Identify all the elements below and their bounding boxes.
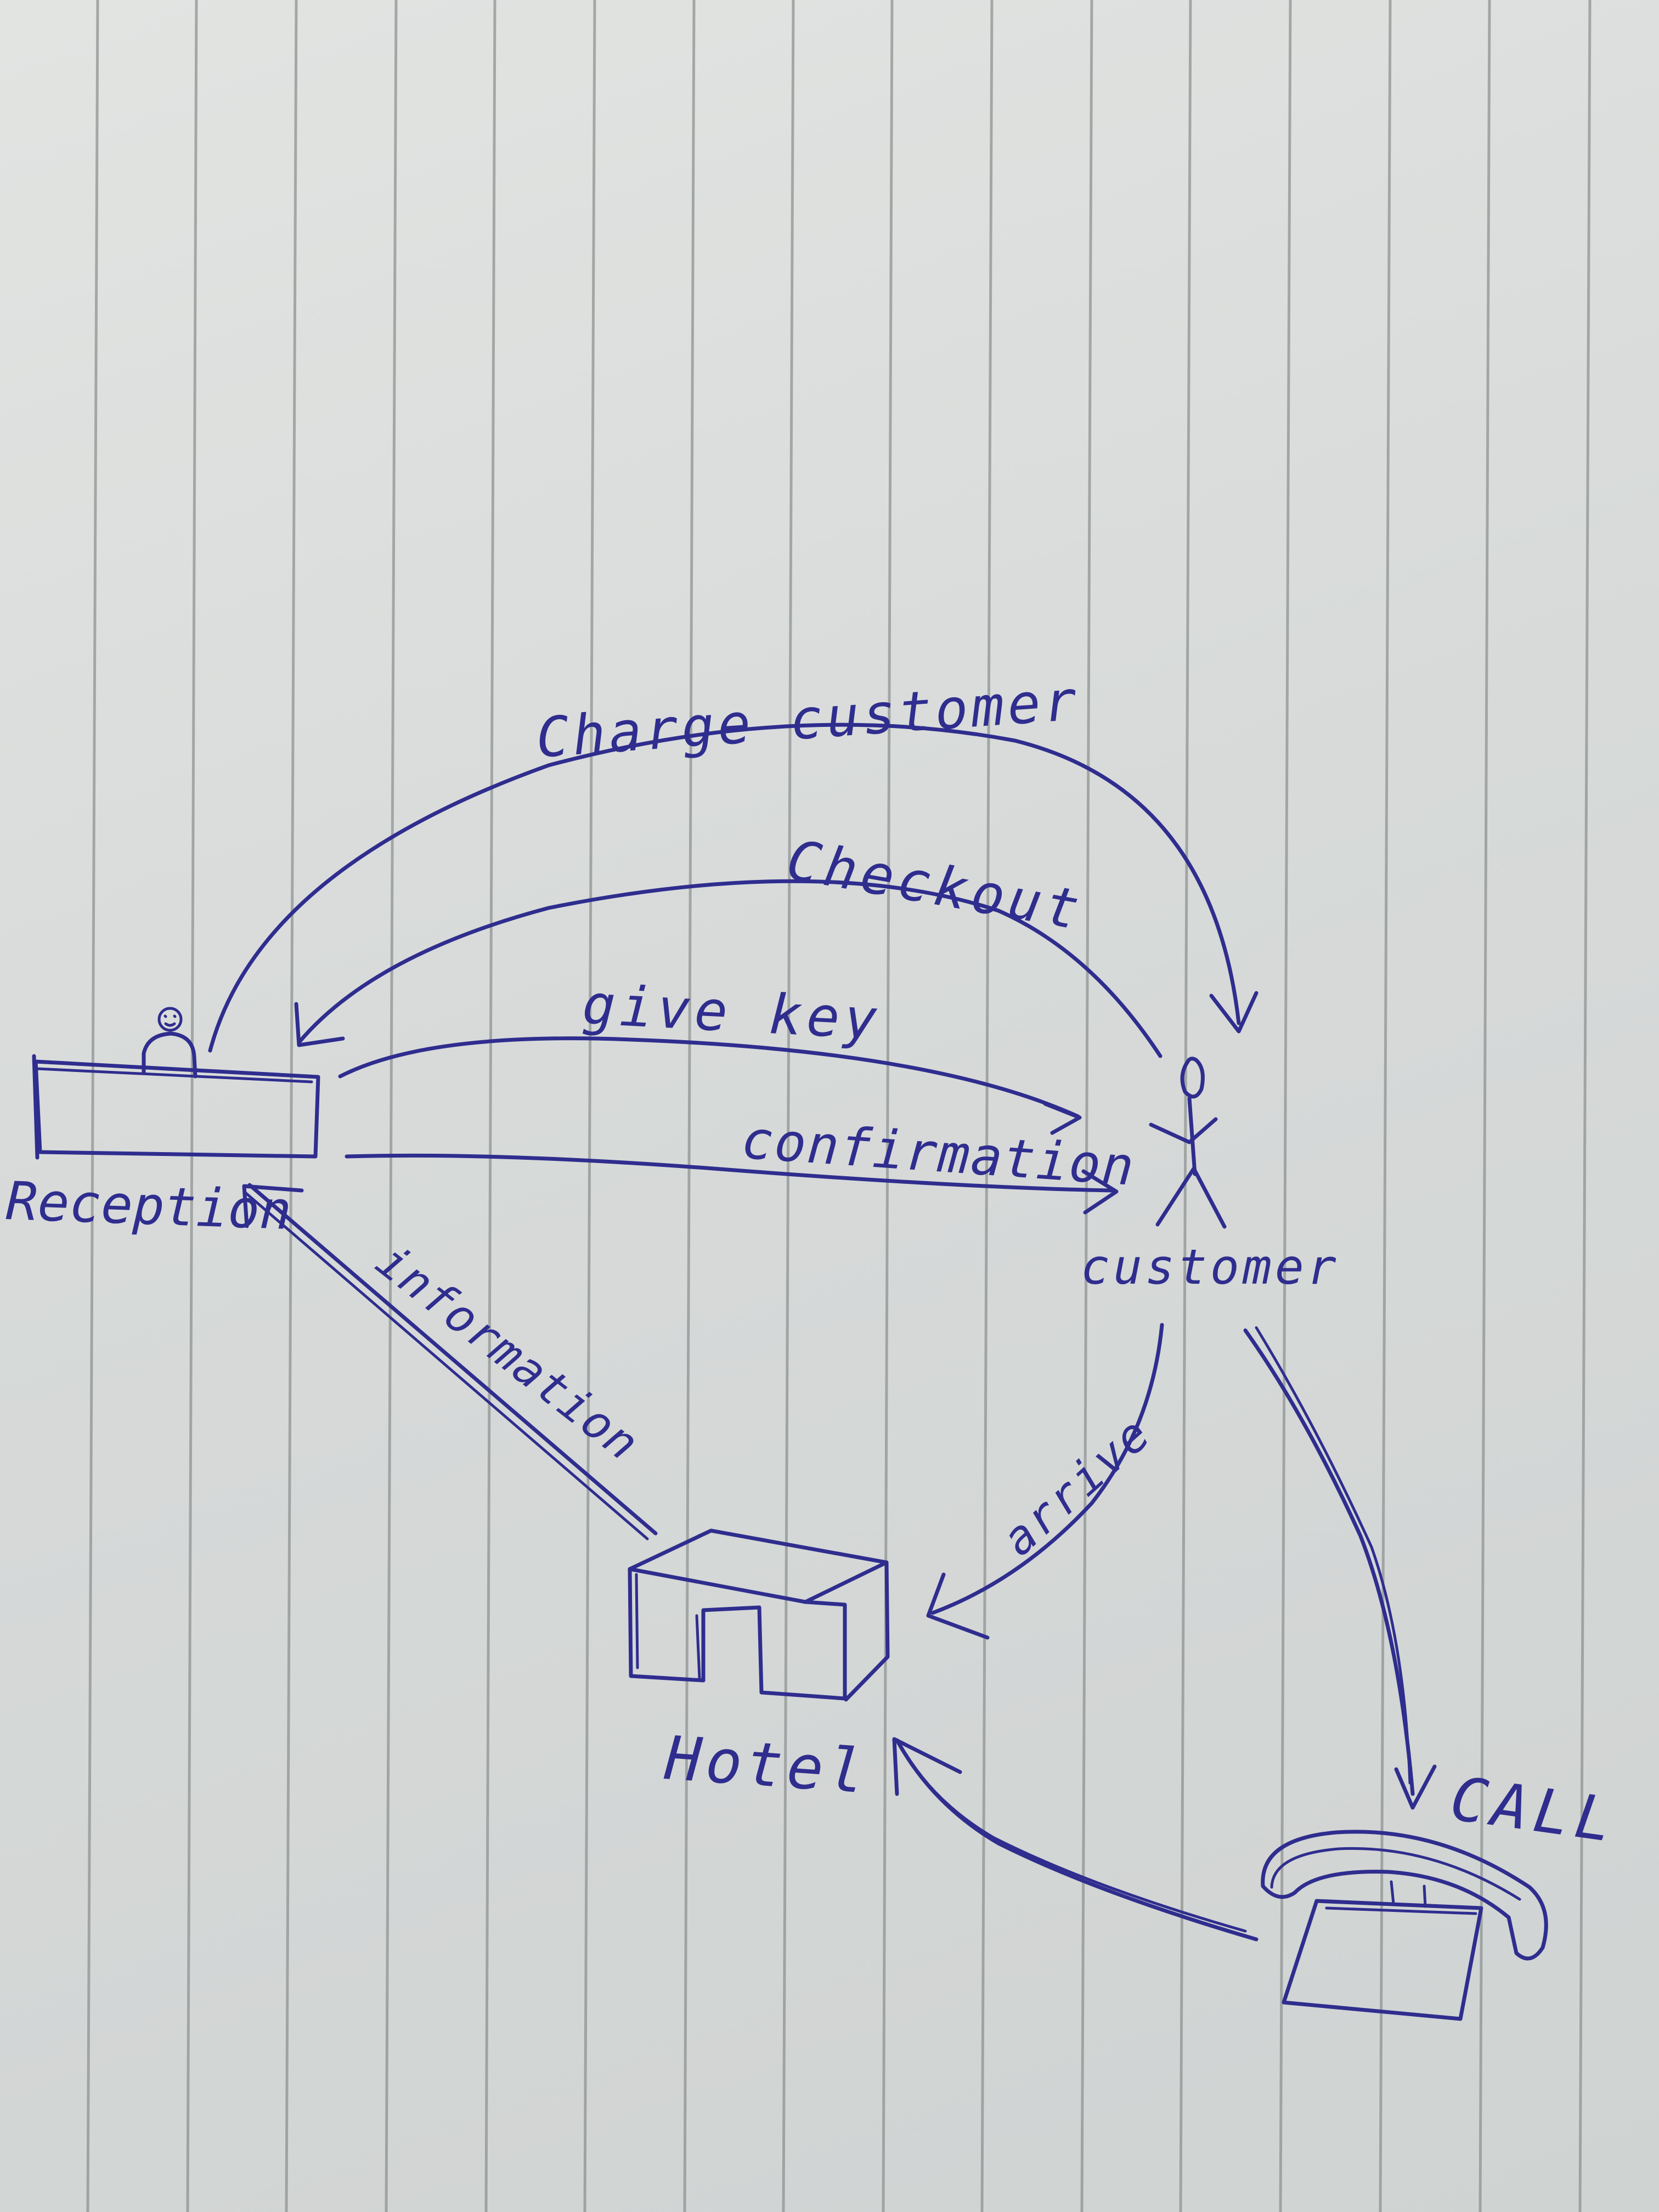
hotel-node: Hotel [628,1528,890,1807]
customer-label: customer [1081,1239,1340,1295]
phone-node: CALL [1261,1763,1622,2021]
page-ruling [86,0,1592,2212]
edge-confirmation: confirmation [345,1109,1137,1215]
reception-label: Reception [5,1170,292,1242]
reception-desk [32,1054,320,1160]
building-icon [628,1528,890,1702]
edge-label-arrive: arrive [992,1406,1161,1566]
customer-node: customer [1081,1057,1340,1295]
edge-give-key: give key [338,972,1082,1135]
edge-label-charge-customer: Charge customer [534,668,1082,770]
edge-label-information: information [366,1234,650,1471]
telephone-icon [1261,1830,1548,2021]
edge-arrive: arrive [926,1323,1164,1640]
reception-node: Reception [5,1007,320,1242]
edge-label-checkout: Checkout [782,827,1088,943]
edge-information: information [242,1183,658,1541]
stick-figure-icon [1149,1057,1227,1229]
edge-call [1243,1326,1437,1810]
receptionist-icon [142,1007,198,1079]
hotel-label: Hotel [662,1723,871,1807]
edge-label-give-key: give key [581,972,883,1052]
edge-phone-to-hotel [892,1737,1259,1942]
call-label: CALL [1446,1763,1622,1856]
